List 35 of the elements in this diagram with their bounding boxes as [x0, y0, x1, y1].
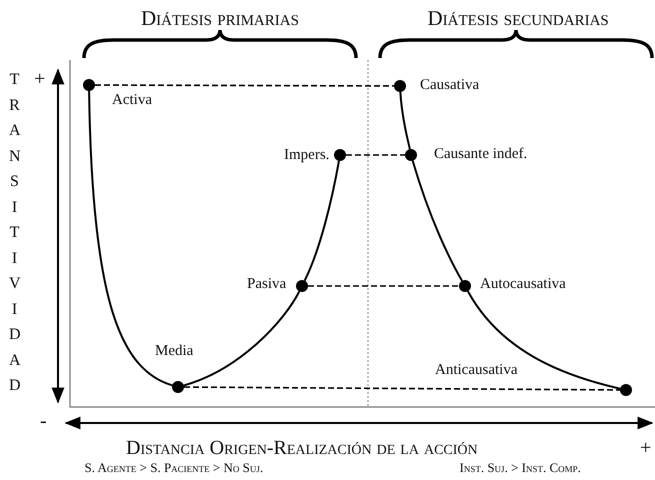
- data-point: [296, 280, 308, 292]
- axis-subtitle: Inst. Suj. > Inst. Comp.: [460, 460, 581, 476]
- data-point: [620, 384, 632, 396]
- point-label: Causante indef.: [434, 146, 528, 163]
- curve-line: [399, 92, 411, 150]
- point-label: Pasiva: [247, 276, 286, 293]
- axis-title: Distancia Origen-Realización de la acción: [126, 437, 478, 460]
- point-label: Autocausativa: [480, 276, 566, 293]
- dashed-connector: [346, 154, 405, 156]
- group-heading: Diátesis primarias: [141, 6, 299, 31]
- curve-line: [88, 90, 173, 386]
- point-label: Anticausativa: [435, 362, 518, 379]
- dashed-connector: [308, 285, 459, 287]
- data-point: [405, 149, 417, 161]
- dashed-connector: [184, 386, 620, 391]
- axis-sign: -: [40, 410, 47, 433]
- dashed-connector: [95, 84, 394, 87]
- axis-sign: +: [640, 437, 652, 460]
- point-label: Causativa: [420, 77, 480, 94]
- data-point: [172, 381, 184, 393]
- axis-sign: +: [34, 68, 46, 91]
- data-point: [334, 149, 346, 161]
- curve-line: [412, 160, 463, 282]
- axis-subtitle: S. Agente > S. Paciente > No Suj.: [84, 460, 264, 476]
- group-heading: Diátesis secundarias: [428, 6, 609, 31]
- data-point: [83, 79, 95, 91]
- curve-line: [467, 290, 620, 390]
- curve-line: [304, 160, 340, 282]
- data-point: [394, 80, 406, 92]
- point-label: Activa: [112, 92, 152, 109]
- vertical-axis-title: TRANSITIVIDAD: [9, 70, 20, 396]
- curve-line: [183, 290, 300, 386]
- data-point: [459, 280, 471, 292]
- point-label: Media: [155, 343, 194, 360]
- point-label: Impers.: [284, 147, 330, 164]
